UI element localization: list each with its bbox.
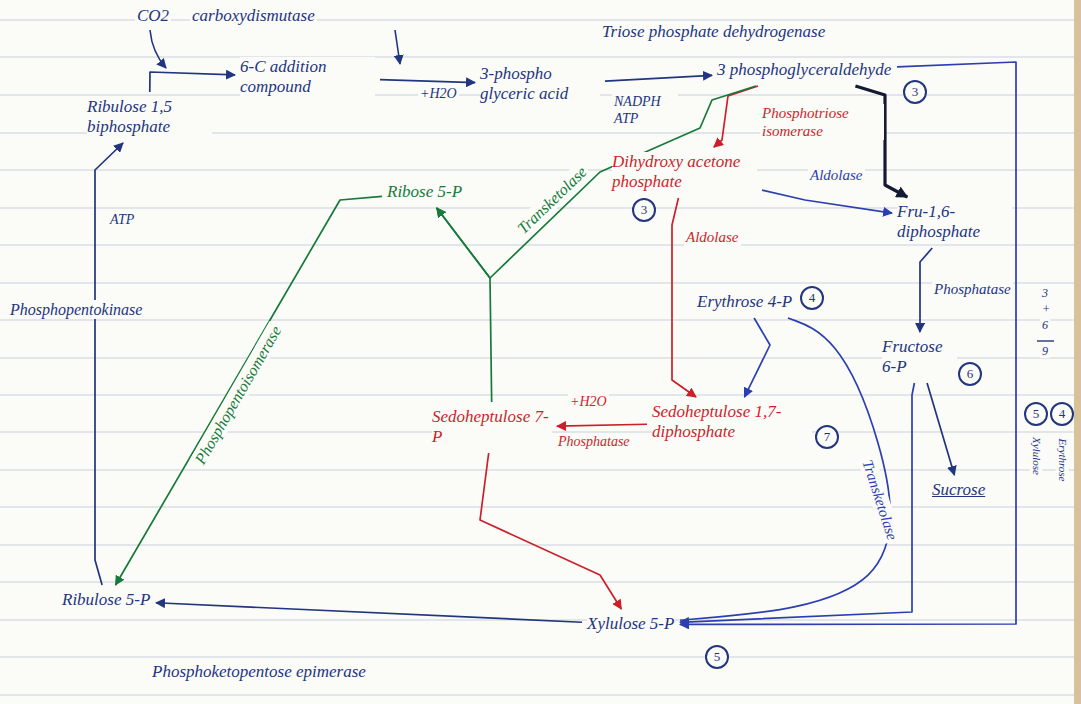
enzyme-label: Phosphotriose isomerase xyxy=(760,104,884,140)
reaction-arrow xyxy=(437,208,492,402)
compound-node: Sucrose xyxy=(930,478,988,503)
table-edge xyxy=(1074,0,1081,704)
reaction-arrow xyxy=(920,248,932,332)
co2-arrow xyxy=(150,30,166,68)
compound-node: 3-phospho glyceric acid xyxy=(478,62,602,107)
enzyme-arrow xyxy=(395,30,400,64)
compound-name: 3 phosphoglyceraldehyde xyxy=(717,60,892,80)
margin-note: 6 xyxy=(1040,318,1050,332)
reaction-arrow xyxy=(156,603,582,622)
callout-number: 3 xyxy=(905,82,925,102)
compound-name: Xylulose 5-P xyxy=(587,614,675,634)
compound-name: Ribulose 5-P xyxy=(62,590,151,610)
margin-note: Xylulose xyxy=(1029,435,1042,477)
enzyme-label: Phosphopentoisomerase xyxy=(190,321,287,470)
compound-name: Sedoheptulose 7-P xyxy=(432,407,552,448)
enzyme-label: Phosphatase xyxy=(556,434,632,451)
compound-name: Ribulose 1,5 biphosphate xyxy=(87,97,212,138)
enzyme-label: Phosphopentokinase xyxy=(8,300,144,319)
compound-node: Sedoheptulose 7-P xyxy=(430,405,554,450)
callout-circle: 3 xyxy=(903,80,927,104)
callout-number: 4 xyxy=(802,288,822,308)
compound-name: Fru-1,6-diphosphate xyxy=(897,202,1012,243)
enzyme-label: Triose phosphate dehydrogenase xyxy=(600,22,827,42)
callout-circle: 5 xyxy=(1024,402,1048,426)
reaction-arrow xyxy=(680,62,1016,624)
callout-number: 3 xyxy=(634,200,654,220)
enzyme-label: Transketolase xyxy=(858,456,902,545)
reaction-arrow xyxy=(557,424,647,426)
compound-name: 3-phospho glyceric acid xyxy=(480,64,600,105)
callout-circle: 7 xyxy=(815,425,839,449)
compound-node: Ribulose 5-P xyxy=(60,588,153,613)
compound-name: Ribose 5-P xyxy=(387,182,463,202)
compound-node: Erythrose 4-P xyxy=(695,290,795,315)
reaction-arrow xyxy=(116,196,382,585)
reaction-arrow xyxy=(480,453,621,609)
compound-name: Erythrose 4-P xyxy=(697,292,793,312)
callout-circle: 4 xyxy=(1050,402,1074,426)
cofactor-label: NADPH ATP xyxy=(612,94,678,128)
callout-circle: 4 xyxy=(800,286,824,310)
callout-number: 4 xyxy=(1052,404,1072,424)
enzyme-label: Transketolase xyxy=(512,161,592,239)
enzyme-label: Aldolase xyxy=(684,228,741,246)
compound-name: Dihydroxy acetone phosphate xyxy=(612,152,757,193)
callout-number: 5 xyxy=(707,647,727,667)
compound-name: Sedoheptulose 1,7-diphosphate xyxy=(652,402,812,443)
reaction-arrow xyxy=(380,80,475,83)
callout-number: 7 xyxy=(817,427,837,447)
compound-node: Sedoheptulose 1,7-diphosphate xyxy=(650,400,814,445)
compound-node: 3 phosphoglyceraldehyde xyxy=(715,58,894,83)
compound-node: Xylulose 5-P xyxy=(585,612,677,637)
reaction-arrow xyxy=(150,72,235,92)
callout-number: 5 xyxy=(1026,404,1046,424)
reaction-arrow xyxy=(714,86,758,147)
margin-note: + xyxy=(1040,302,1052,316)
enzyme-label: Aldolase xyxy=(808,166,865,184)
compound-name: Sucrose xyxy=(932,480,986,500)
reactant-label: CO2 xyxy=(135,6,171,26)
callout-circle: 3 xyxy=(632,198,656,222)
reaction-arrow xyxy=(605,75,712,81)
compound-node: Dihydroxy acetone phosphate xyxy=(610,150,759,195)
cofactor-label: ATP xyxy=(108,212,136,229)
reaction-arrow xyxy=(680,318,890,620)
reaction-arrow xyxy=(95,143,123,585)
ruled-lines xyxy=(0,20,1074,695)
enzyme-label: carboxydismutase xyxy=(190,6,317,26)
enzyme-label: Phosphatase xyxy=(932,280,1013,298)
compound-node: 6-C addition compound xyxy=(238,55,377,100)
sum-bar xyxy=(1037,340,1054,341)
margin-note: Erythrose xyxy=(1055,437,1068,484)
callout-circle: 6 xyxy=(958,362,982,386)
margin-note: 9 xyxy=(1040,344,1050,358)
compound-node: Fru-1,6-diphosphate xyxy=(895,200,1014,245)
compound-name: 6-C addition compound xyxy=(240,57,375,98)
enzyme-label: Phosphoketopentose epimerase xyxy=(150,662,368,682)
margin-note: 3 xyxy=(1040,286,1050,300)
reactant-label: +H2O xyxy=(418,86,459,103)
reactant-label: +H2O xyxy=(568,394,609,411)
reaction-arrow xyxy=(927,383,954,475)
reaction-arrow xyxy=(762,190,892,213)
callout-number: 6 xyxy=(960,364,980,384)
compound-node: Ribose 5-P xyxy=(385,180,465,205)
compound-node: Ribulose 1,5 biphosphate xyxy=(85,95,214,140)
reaction-arrow xyxy=(745,318,770,397)
compound-name: Fructose 6-P xyxy=(882,337,957,378)
callout-circle: 5 xyxy=(705,645,729,669)
compound-node: Fructose 6-P xyxy=(880,335,959,380)
